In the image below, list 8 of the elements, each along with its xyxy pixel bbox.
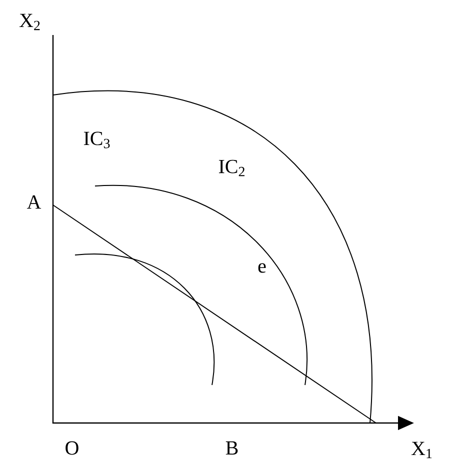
point-label: e [258, 263, 266, 273]
curve-label: IC$_{2}$ [218, 160, 244, 176]
axis-label: X$_{2}$ [19, 14, 40, 30]
axis-label: X$_{1}$ [411, 442, 432, 458]
point-label: A [26, 195, 42, 209]
curve-label: IC$_{3}$ [84, 132, 110, 148]
point-label: O [66, 441, 78, 455]
point-label: B [226, 441, 238, 455]
